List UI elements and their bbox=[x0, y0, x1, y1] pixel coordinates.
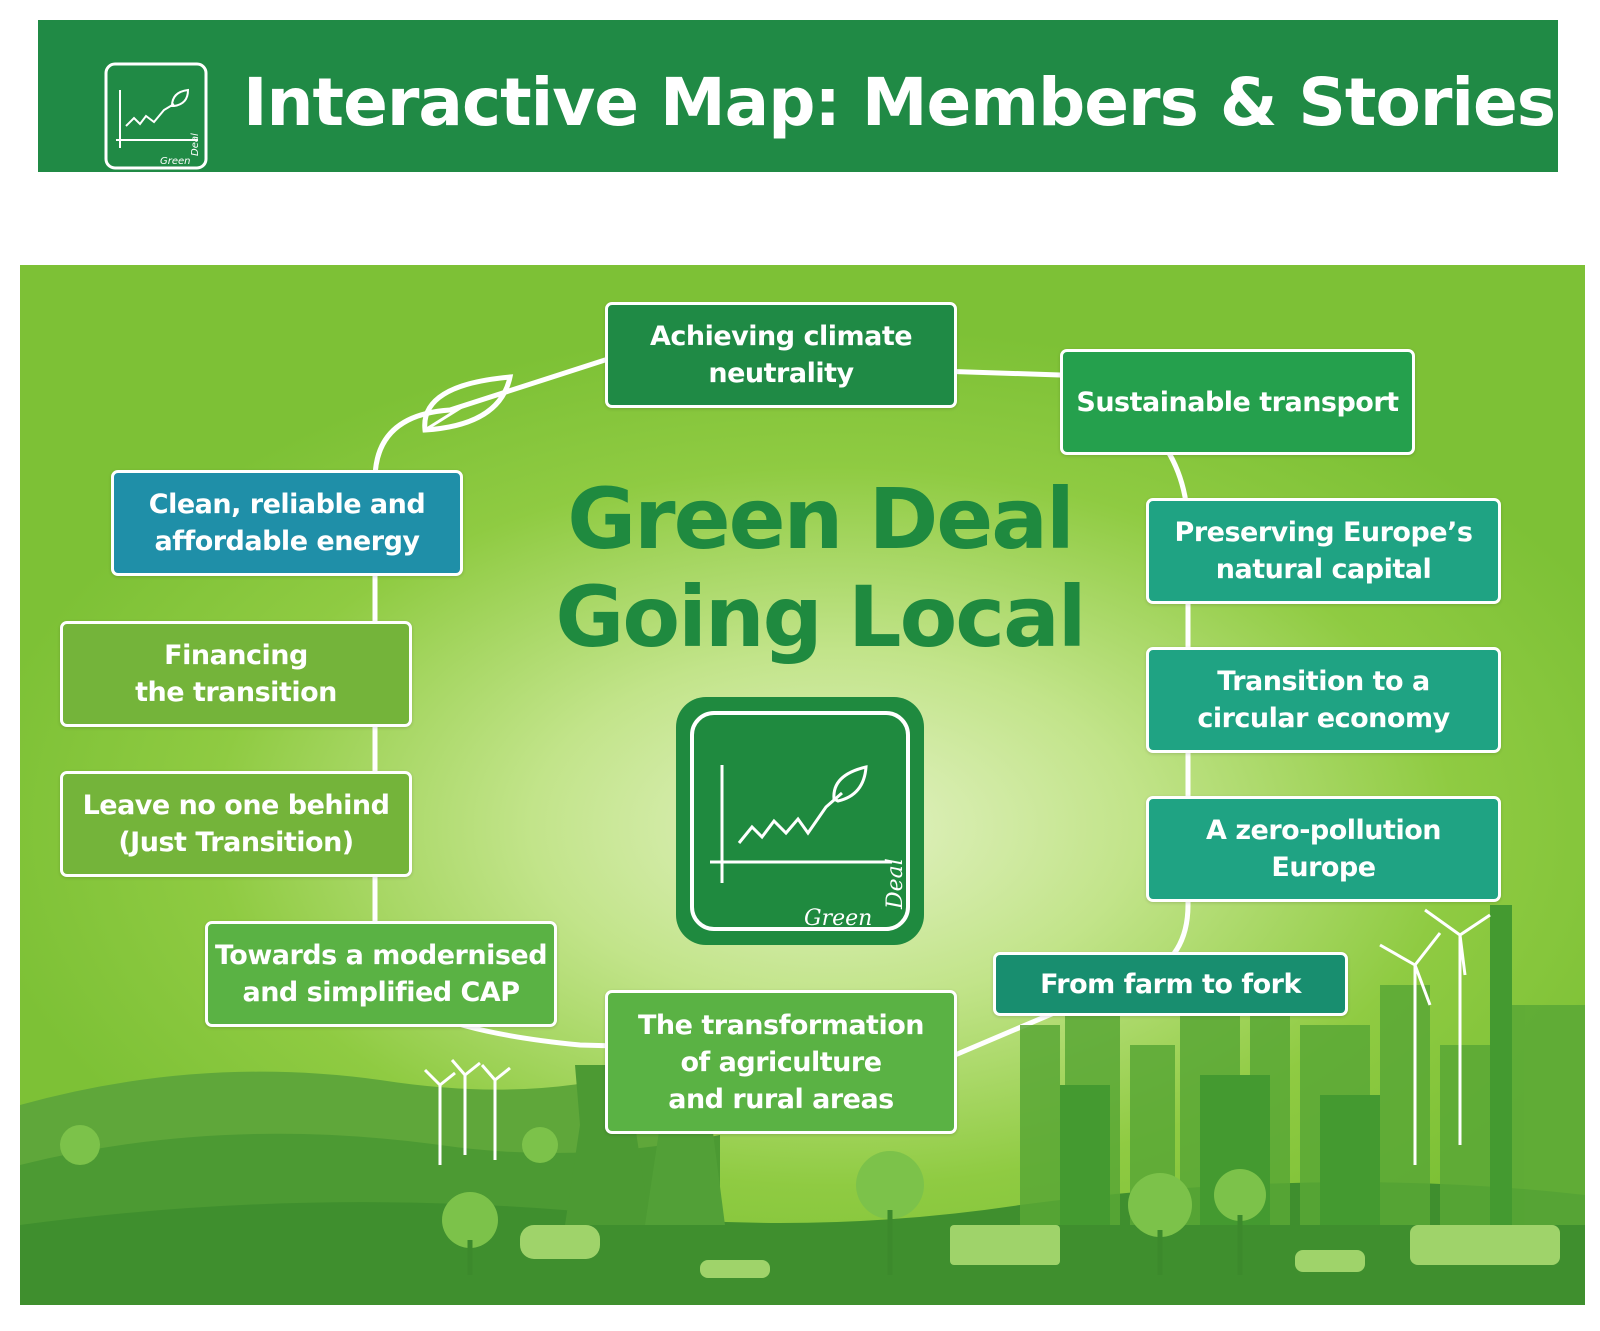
topic-label: Leave no one behind (Just Transition) bbox=[82, 790, 390, 858]
topic-label: Financing the transition bbox=[135, 640, 337, 708]
main-title-line2: Going Local bbox=[555, 568, 1086, 666]
green-deal-center-logo-icon: Green Deal bbox=[676, 697, 924, 945]
topic-label: Sustainable transport bbox=[1076, 386, 1399, 418]
svg-text:Green: Green bbox=[804, 906, 872, 931]
topic-agriculture-rural-button[interactable]: The transformation of agriculture and ru… bbox=[605, 990, 957, 1134]
svg-text:Green: Green bbox=[160, 156, 191, 167]
background-illustration bbox=[20, 357, 1585, 1305]
topic-label: Achieving climate neutrality bbox=[649, 321, 913, 389]
topic-label: Preserving Europe’s natural capital bbox=[1174, 517, 1473, 585]
topic-climate-neutrality-button[interactable]: Achieving climate neutrality bbox=[605, 302, 957, 408]
green-deal-map-panel: Green Deal Going Local Green Deal Achiev… bbox=[20, 265, 1585, 1305]
topic-clean-energy-button[interactable]: Clean, reliable and affordable energy bbox=[111, 470, 463, 576]
topic-just-transition-button[interactable]: Leave no one behind (Just Transition) bbox=[60, 771, 412, 877]
main-title: Green Deal Going Local bbox=[540, 470, 1100, 666]
page-title: Interactive Map: Members & Stories bbox=[243, 64, 1556, 141]
svg-text:Deal: Deal bbox=[190, 133, 201, 156]
topic-farm-to-fork-button[interactable]: From farm to fork bbox=[993, 952, 1348, 1016]
green-deal-logo-icon: Green Deal bbox=[104, 62, 208, 170]
topic-label: Transition to a circular economy bbox=[1197, 666, 1450, 734]
header-banner: Green Deal Interactive Map: Members & St… bbox=[38, 20, 1558, 172]
main-title-line1: Green Deal bbox=[567, 470, 1075, 568]
topic-natural-capital-button[interactable]: Preserving Europe’s natural capital bbox=[1146, 498, 1501, 604]
topic-label: From farm to fork bbox=[1040, 968, 1301, 1000]
topic-financing-button[interactable]: Financing the transition bbox=[60, 621, 412, 727]
leaf-icon bbox=[422, 374, 514, 433]
topic-sustainable-transport-button[interactable]: Sustainable transport bbox=[1060, 349, 1415, 455]
topic-zero-pollution-button[interactable]: A zero-pollution Europe bbox=[1146, 796, 1501, 902]
topic-label: The transformation of agriculture and ru… bbox=[638, 1009, 924, 1115]
topic-label: Clean, reliable and affordable energy bbox=[148, 489, 426, 557]
topic-modernised-cap-button[interactable]: Towards a modernised and simplified CAP bbox=[205, 921, 557, 1027]
topic-label: Towards a modernised and simplified CAP bbox=[214, 940, 548, 1008]
svg-text:Deal: Deal bbox=[883, 858, 908, 910]
topic-circular-economy-button[interactable]: Transition to a circular economy bbox=[1146, 647, 1501, 753]
topic-label: A zero-pollution Europe bbox=[1206, 815, 1441, 883]
